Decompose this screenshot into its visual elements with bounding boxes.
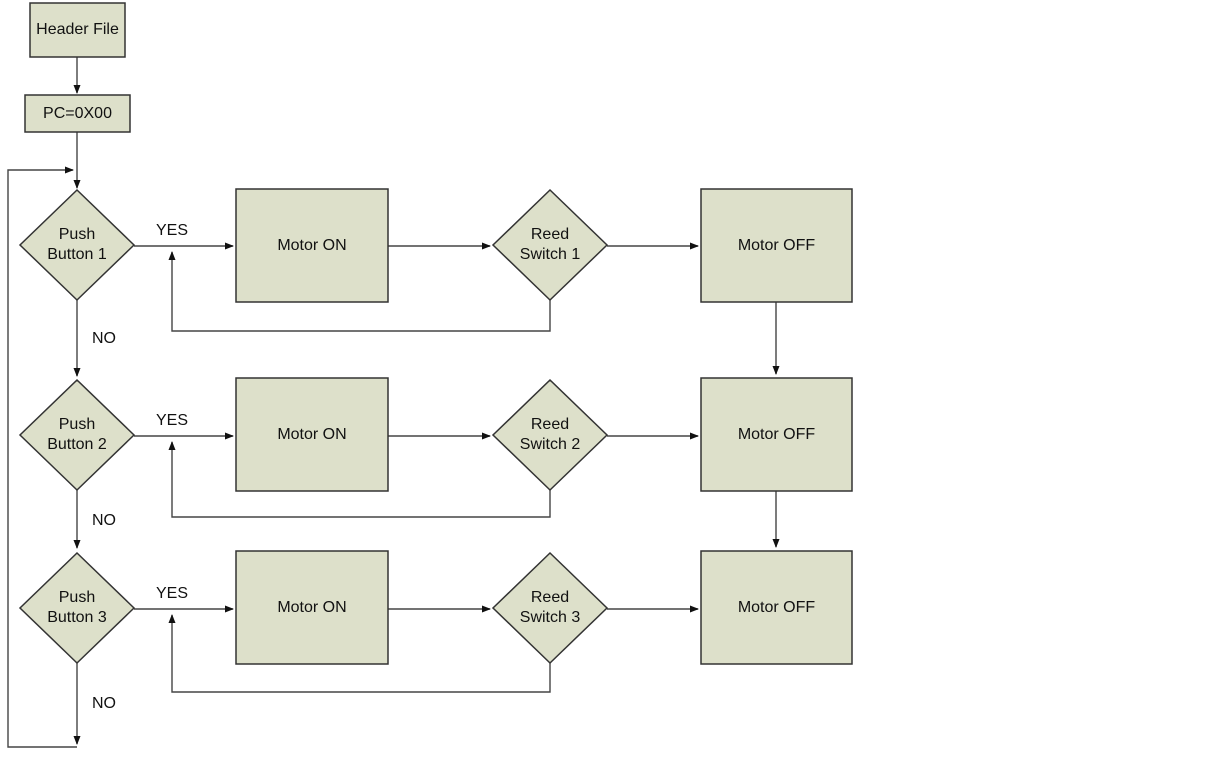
push-button-1-shape <box>18 188 136 302</box>
reed-switch-2-shape <box>491 378 609 492</box>
motor-on-3-shape <box>235 550 389 665</box>
reed-switch-3-shape <box>491 551 609 665</box>
pc-init-shape <box>24 94 131 133</box>
connector-loop-return <box>7 166 77 748</box>
push-button-3-shape <box>18 551 136 665</box>
motor-off-2-shape <box>700 377 853 492</box>
motor-on-2-shape <box>235 377 389 492</box>
motor-off-3-shape <box>700 550 853 665</box>
reed-switch-1-shape <box>491 188 609 302</box>
connector-reed2-feedback <box>168 441 551 518</box>
motor-on-1-shape <box>235 188 389 303</box>
header-file-shape <box>29 2 126 58</box>
connector-reed1-feedback <box>168 251 551 332</box>
motor-off-1-shape <box>700 188 853 303</box>
connector-reed3-feedback <box>168 614 551 693</box>
push-button-2-shape <box>18 378 136 492</box>
